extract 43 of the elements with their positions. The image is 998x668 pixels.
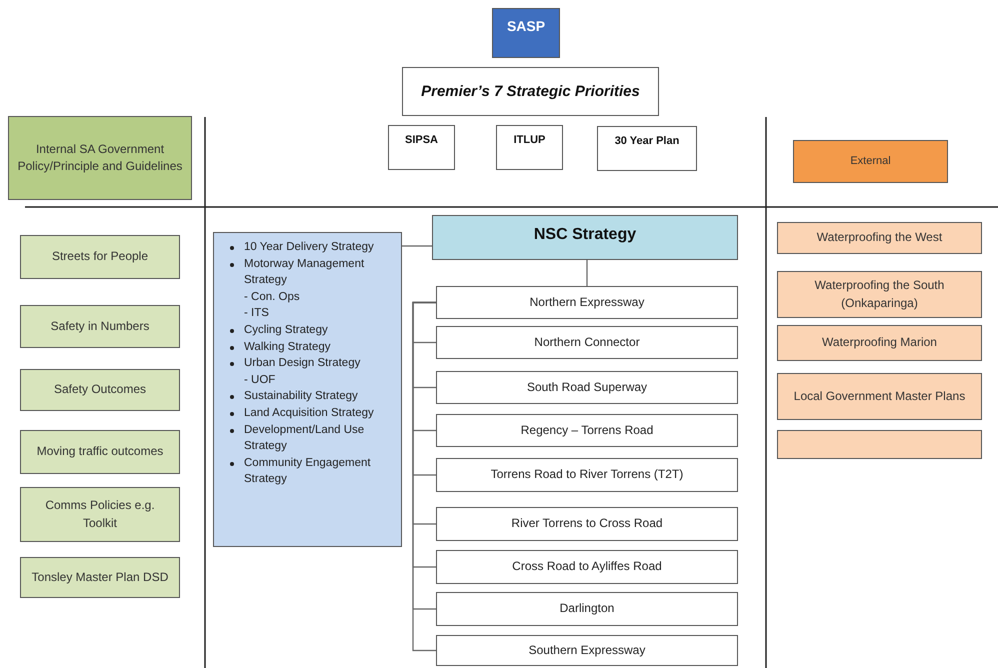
label-box: Cross Road to Ayliffes Road — [436, 550, 738, 584]
label-box: Waterproofing the South (Onkaparinga) — [777, 271, 982, 318]
list-item: Community Engagement Strategy — [244, 456, 371, 486]
label-box: Northern Expressway — [436, 286, 738, 319]
label-box: ITLUP — [496, 125, 563, 170]
label-box: Moving traffic outcomes — [20, 430, 180, 474]
label-box: Internal SA Government Policy/Principle and Guidelines — [8, 116, 192, 200]
list-item: 10 Year Delivery Strategy — [244, 241, 374, 253]
connector-line — [402, 245, 432, 247]
label-box: River Torrens to Cross Road — [436, 507, 738, 541]
empty-box — [777, 430, 982, 459]
label-box: Local Government Master Plans — [777, 373, 982, 420]
label-box: Tonsley Master Plan DSD — [20, 557, 180, 598]
label-box: SIPSA — [388, 125, 455, 170]
list-item: - Con. Ops — [244, 290, 300, 303]
list-item: Sustainability Strategy — [244, 390, 358, 402]
list-item: - UOF — [244, 374, 276, 386]
list-item: - ITS — [244, 307, 269, 320]
label-box: Southern Expressway — [436, 635, 738, 666]
connector-line — [586, 260, 588, 286]
label-box: Northern Connector — [436, 326, 738, 359]
list-item: Cycling Strategy — [244, 324, 328, 336]
label-box: External — [793, 140, 948, 183]
label-box: Waterproofing the West — [777, 222, 982, 254]
label-box: Safety in Numbers — [20, 305, 180, 348]
label-box: Premier’s 7 Strategic Priorities — [402, 67, 659, 116]
label-box: Torrens Road to River Torrens (T2T) — [436, 458, 738, 492]
label-box: Streets for People — [20, 235, 180, 279]
list-item: Walking Strategy — [244, 340, 330, 353]
list-item: Urban Design Strategy — [244, 357, 360, 370]
label-box: South Road Superway — [436, 371, 738, 404]
list-item: Motorway Management Strategy — [244, 258, 364, 286]
list-item: Development/Land Use Strategy — [244, 424, 364, 452]
label-box: NSC Strategy — [432, 215, 738, 260]
strategy-list-box — [213, 232, 402, 547]
label-box: Waterproofing Marion — [777, 325, 982, 361]
list-item: Land Acquisition Strategy — [244, 406, 374, 419]
label-box: Comms Policies e.g. Toolkit — [20, 487, 180, 542]
label-box: 30 Year Plan — [597, 126, 697, 171]
label-box: Darlington — [436, 592, 738, 626]
header-box: SASP — [492, 8, 560, 58]
label-box: Regency – Torrens Road — [436, 414, 738, 447]
label-box: Safety Outcomes — [20, 369, 180, 411]
